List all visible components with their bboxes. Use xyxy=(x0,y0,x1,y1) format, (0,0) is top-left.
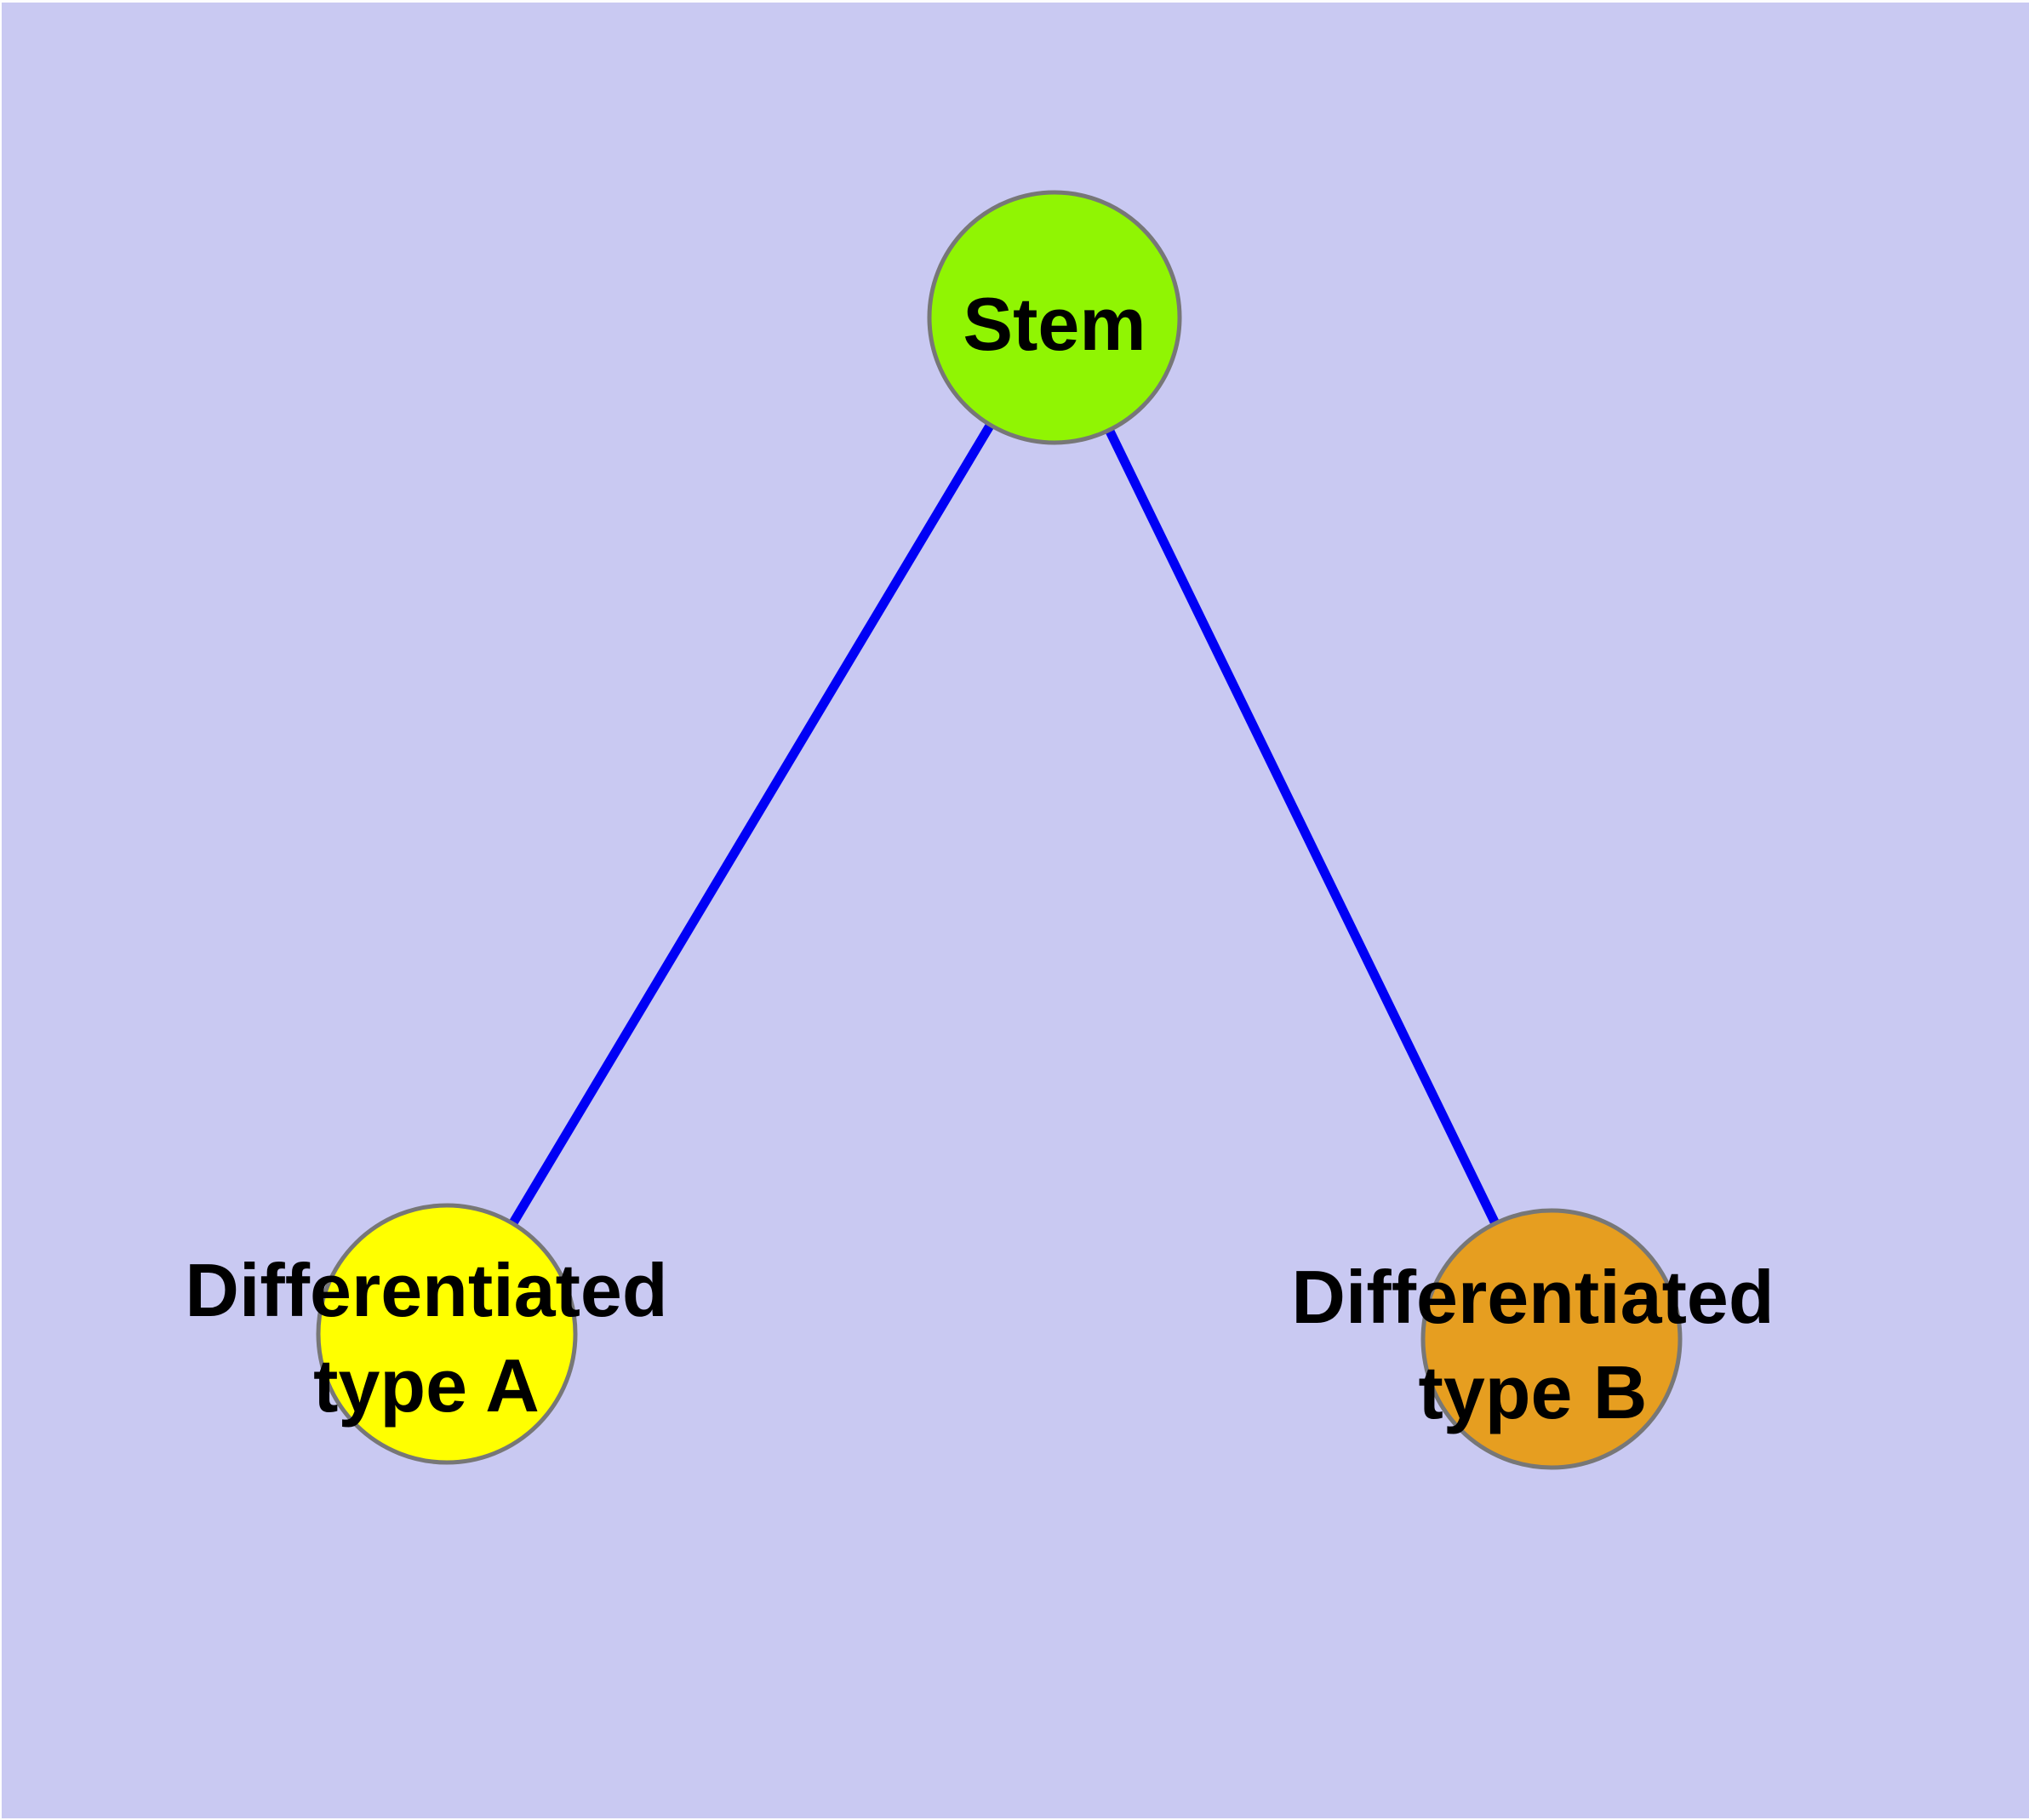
node-label-differentiated-type-a: Differentiated type A xyxy=(185,1248,667,1428)
node-label-line: Stem xyxy=(963,282,1146,366)
nodes-layer xyxy=(316,190,1683,1470)
node-differentiated-type-a xyxy=(316,1203,578,1465)
node-label-line: type A xyxy=(313,1343,540,1428)
node-differentiated-type-b xyxy=(1420,1208,1683,1470)
node-label-line: Differentiated xyxy=(1291,1255,1774,1339)
node-label-line: type B xyxy=(1419,1350,1648,1434)
node-stem xyxy=(927,190,1182,445)
edges-layer xyxy=(443,315,1556,1342)
node-label-differentiated-type-b: Differentiated type B xyxy=(1291,1255,1774,1434)
edge-stem-to-differentiated-type-b xyxy=(1050,315,1556,1342)
edge-stem-to-differentiated-type-a xyxy=(443,315,1059,1336)
node-label-line: Differentiated xyxy=(185,1248,667,1332)
node-label-stem: Stem xyxy=(963,282,1146,366)
